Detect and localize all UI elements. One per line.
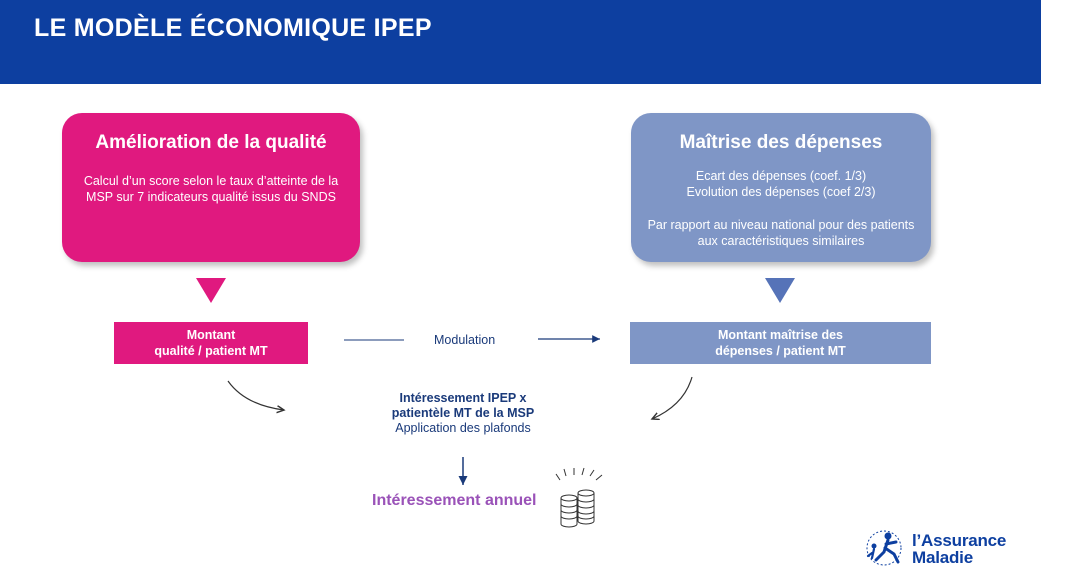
assurance-maladie-logo: l’Assurance Maladie [852,524,1022,570]
quality-curved-arrow [227,380,284,410]
costs-card-criteria: Ecart des dépenses (coef. 1/3) Evolution… [645,168,917,200]
header-banner: LE MODÈLE ÉCONOMIQUE IPEP [0,0,1041,84]
costs-amount-box: Montant maîtrise des dépenses / patient … [630,322,931,364]
page-title: LE MODÈLE ÉCONOMIQUE IPEP [34,14,432,42]
logo-text: l’Assurance Maladie [912,532,1006,566]
central-line3: Application des plafonds [395,421,531,435]
central-line1: Intéressement IPEP x [399,391,527,405]
costs-amount-line2: dépenses / patient MT [715,344,846,358]
coin-stacks-icon [555,467,603,528]
central-line2: patientèle MT de la MSP [391,406,535,420]
costs-curved-arrow [652,376,693,419]
costs-amount-line1: Montant maîtrise des [717,328,844,342]
quality-card-text: Calcul d’un score selon le taux d’attein… [83,174,339,204]
quality-card: Amélioration de la qualité Calcul d’un s… [62,113,360,262]
costs-criterion-evolution: Evolution des dépenses (coef 2/3) [686,185,876,199]
logo-line2: Maladie [912,548,973,567]
quality-amount-box: Montant qualité / patient MT [114,322,308,364]
central-calculation: Intéressement IPEP x patientèle MT de la… [360,391,566,436]
quality-amount-line1: Montant [186,328,236,342]
costs-card-title: Maîtrise des dépenses [679,132,883,153]
quality-card-title: Amélioration de la qualité [95,132,327,153]
costs-criterion-gap: Ecart des dépenses (coef. 1/3) [695,169,867,183]
costs-down-arrow-icon [765,278,795,303]
quality-amount-line2: qualité / patient MT [154,344,268,358]
assurance-maladie-emblem-icon [866,530,902,566]
quality-down-arrow-icon [196,278,226,303]
modulation-label: Modulation [434,333,496,347]
annual-incentive-label: Intéressement annuel [372,492,537,509]
costs-card: Maîtrise des dépenses Ecart des dépenses… [631,113,931,262]
logo-line1: l’Assurance [912,531,1007,550]
costs-card-reference: Par rapport au niveau national pour des … [647,218,915,248]
